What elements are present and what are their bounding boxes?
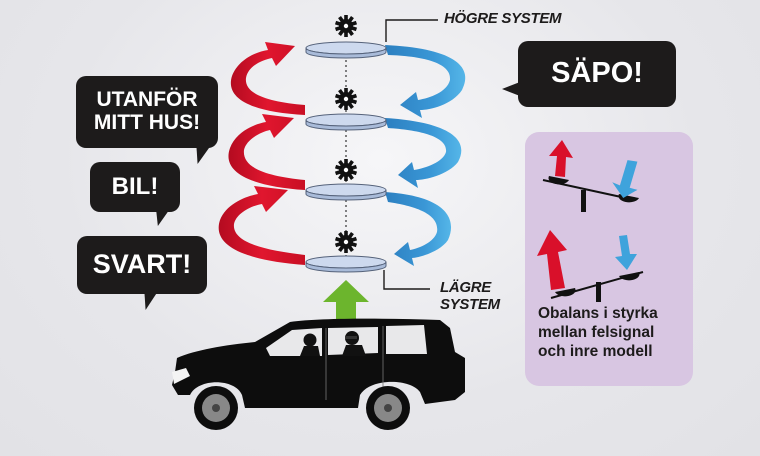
- green-arrow-up-icon: [323, 280, 369, 325]
- higher-system-leader: [385, 19, 438, 42]
- bubble-text: SÄPO!: [551, 57, 643, 90]
- speech-bubble-outside-house: UTANFÖR MITT HUS!: [76, 76, 218, 148]
- panel-caption-line3: och inre modell: [538, 342, 653, 360]
- lower-system-label-line2: SYSTEM: [440, 296, 500, 314]
- gear-icon: [334, 231, 358, 253]
- disc-bottom: [305, 255, 387, 273]
- imbalance-panel: Obalans i styrka mellan felsignal och in…: [525, 132, 693, 386]
- lower-system-label: LÄGRE SYSTEM: [440, 279, 500, 314]
- seesaw-2: [537, 230, 644, 302]
- car-icon: [172, 318, 465, 430]
- gear-icon: [334, 88, 358, 110]
- bubble-text: SVART!: [92, 249, 192, 280]
- panel-caption-line2: mellan felsignal: [538, 323, 655, 341]
- red-arrow-3: [218, 186, 305, 265]
- speech-bubble-car: BIL!: [90, 162, 180, 212]
- seesaw-illustrations: [537, 140, 644, 302]
- blue-arrow-3: [385, 192, 452, 266]
- disc-top: [305, 41, 387, 59]
- panel-caption-line1: Obalans i styrka: [538, 305, 658, 322]
- blue-arrow-1: [385, 45, 466, 118]
- bubble-text-line2: MITT HUS!: [93, 111, 201, 134]
- disc-upper-middle: [305, 113, 387, 131]
- bubble-text: BIL!: [111, 173, 159, 201]
- red-arrow-2: [228, 114, 305, 190]
- bubble-text-line1: UTANFÖR: [96, 88, 198, 112]
- disc-lower-middle: [305, 183, 387, 201]
- bubble-tail: [502, 82, 520, 96]
- panel-caption: Obalans i styrka mellan felsignal och in…: [538, 305, 688, 362]
- blue-arrow-2: [385, 118, 462, 188]
- seesaw-1: [542, 140, 639, 212]
- gear-icon: [334, 159, 358, 181]
- speech-bubble-sapo: SÄPO!: [518, 41, 676, 107]
- lower-system-label-line1: LÄGRE: [440, 279, 492, 296]
- lower-system-leader: [383, 270, 430, 290]
- higher-system-label: HÖGRE SYSTEM: [444, 10, 562, 27]
- speech-bubble-black: SVART!: [77, 236, 207, 294]
- red-arrow-1: [230, 42, 305, 115]
- gear-icon: [334, 15, 358, 37]
